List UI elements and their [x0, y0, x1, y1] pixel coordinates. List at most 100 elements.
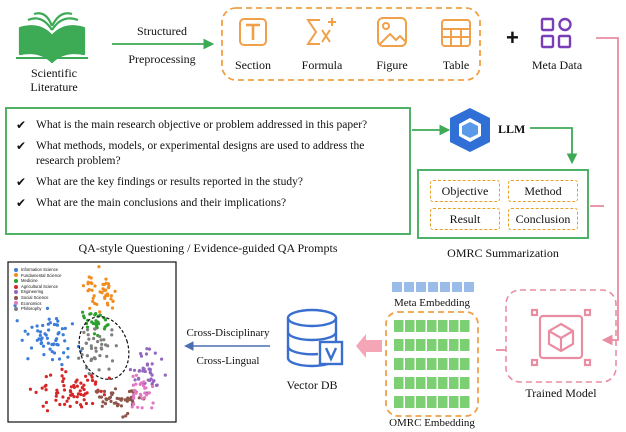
meta-embedding-cell — [392, 282, 402, 292]
scatter-point — [63, 402, 67, 406]
scatter-point — [54, 394, 58, 398]
scatter-point — [110, 306, 115, 310]
scatter-point — [150, 362, 154, 366]
scatter-point — [66, 355, 70, 359]
legend-swatch — [14, 306, 18, 311]
scatter-point — [20, 338, 24, 342]
scatter-point — [124, 414, 128, 418]
scatter-point — [100, 404, 104, 408]
scatter-point — [103, 402, 108, 406]
figure-icon — [377, 17, 407, 47]
scatter-point — [65, 399, 69, 403]
scatter-point — [102, 393, 106, 397]
scatter-point — [104, 277, 108, 281]
scatter-point — [48, 347, 52, 351]
scatter-point — [96, 389, 100, 393]
omrc-embedding-cell — [460, 358, 470, 370]
scatter-point — [132, 368, 137, 372]
component-label-table: Table — [442, 58, 470, 72]
check-icon: ✔ — [16, 196, 27, 210]
scatter-point — [69, 390, 73, 394]
scatter-point — [80, 386, 84, 390]
scatter-point — [85, 354, 89, 358]
omrc-embedding-cell — [394, 320, 404, 332]
scatter-point — [78, 389, 82, 393]
scatter-point — [44, 383, 48, 387]
scatter-point — [145, 393, 149, 397]
scatter-point — [84, 374, 88, 378]
legend-swatch — [14, 295, 18, 300]
omrc-embedding-cell — [405, 396, 415, 408]
scatter-point — [89, 281, 93, 285]
scatter-point — [110, 393, 114, 397]
scatter-point — [60, 363, 64, 367]
meta-data-icon — [540, 17, 572, 49]
scatter-point — [72, 395, 76, 399]
scatter-point — [104, 343, 108, 347]
omrc-embedding-cell — [449, 320, 459, 332]
scatter-point — [96, 340, 100, 344]
scatter-point — [128, 368, 132, 372]
scatter-point — [113, 387, 118, 391]
scatter-point — [62, 384, 66, 388]
scatter-point — [36, 329, 40, 333]
scatter-point — [99, 346, 103, 350]
scatter-point — [91, 321, 95, 325]
scatter-point — [15, 319, 19, 323]
scatter-point — [117, 397, 122, 401]
scatter-point — [113, 289, 117, 293]
omrc-embedding-cell — [405, 377, 415, 389]
scatter-point — [133, 378, 137, 382]
scatter-point — [89, 276, 93, 280]
scatter-point — [77, 356, 81, 360]
scatter-point — [81, 310, 85, 314]
scatter-point — [94, 346, 98, 350]
legend-swatch — [14, 267, 18, 272]
scatter-point — [87, 337, 91, 341]
scatter-point — [106, 323, 110, 327]
scatter-point — [139, 352, 143, 356]
scatter-point — [52, 351, 57, 355]
component-label-figure: Figure — [376, 58, 408, 72]
scatter-point — [101, 287, 105, 291]
scatter-point — [151, 401, 155, 405]
scatter-point — [61, 379, 65, 384]
omrc-embedding-cell — [449, 377, 459, 389]
scatter-point — [35, 324, 39, 328]
scatter-point — [70, 322, 74, 326]
scatter-point — [144, 352, 149, 356]
scatter-point — [92, 332, 97, 336]
scatter-point — [112, 401, 116, 405]
scatter-point — [98, 313, 102, 317]
scatter-point — [28, 387, 32, 391]
scatter-point — [94, 319, 98, 323]
scatter-point — [26, 332, 30, 336]
scatter-point — [55, 323, 59, 327]
legend-item: Agricultural Science — [14, 284, 62, 290]
scatter-point — [163, 373, 167, 377]
table-icon — [441, 19, 471, 47]
scatter-point — [106, 303, 110, 307]
scatter-point — [137, 377, 141, 381]
scatter-point — [88, 312, 92, 316]
scatter-point — [100, 291, 104, 295]
omrc-embedding-cell — [416, 358, 426, 370]
scatter-point — [134, 382, 138, 386]
omrc-conclusion: Conclusion — [508, 208, 578, 230]
scatter-point — [99, 395, 103, 399]
book-icon — [16, 12, 88, 64]
omrc-summary-box — [417, 169, 589, 239]
plus-sign: + — [506, 25, 519, 50]
scatter-point — [85, 366, 89, 370]
scatter-point — [76, 392, 81, 396]
scatter-point — [54, 398, 58, 402]
scatter-point — [92, 294, 96, 298]
scatter-highlight-ellipse — [78, 316, 130, 380]
scatter-point — [107, 396, 111, 400]
scatter-point — [79, 392, 83, 397]
scatter-point — [81, 284, 85, 288]
omrc-embedding-cell — [405, 358, 415, 370]
scatter-point — [152, 379, 156, 383]
omrc-embedding-cell — [460, 320, 470, 332]
question-item: ✔What are the main conclusions and their… — [16, 196, 287, 210]
